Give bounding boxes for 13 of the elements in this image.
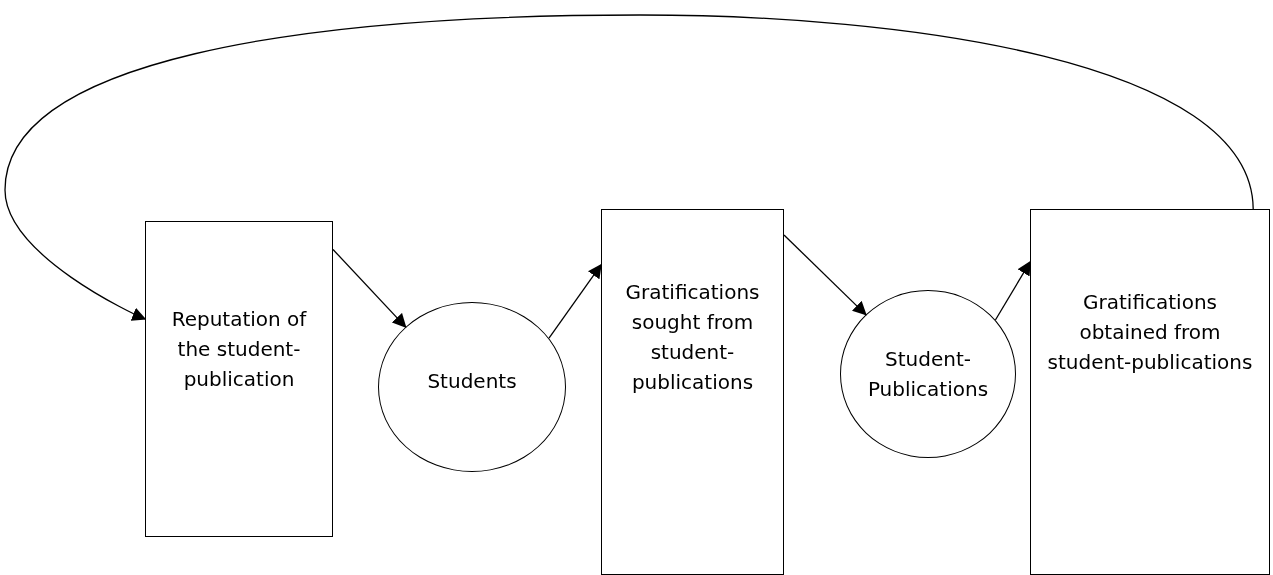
arrow <box>4 14 1254 321</box>
process-box <box>145 221 333 537</box>
node-label: Gratifications sought from student-publications <box>624 279 761 396</box>
arrow <box>332 248 407 328</box>
node-label: Students <box>427 368 517 395</box>
process-box <box>1030 209 1270 575</box>
arrow <box>548 263 602 339</box>
arrow <box>994 260 1031 321</box>
arrow <box>783 234 867 316</box>
node-label: Gratifications obtained from student-publications <box>1046 289 1254 376</box>
process-box <box>601 209 784 575</box>
node-label: Student-Publications <box>866 346 990 403</box>
node-label: Reputation of the student-publication <box>170 306 308 393</box>
